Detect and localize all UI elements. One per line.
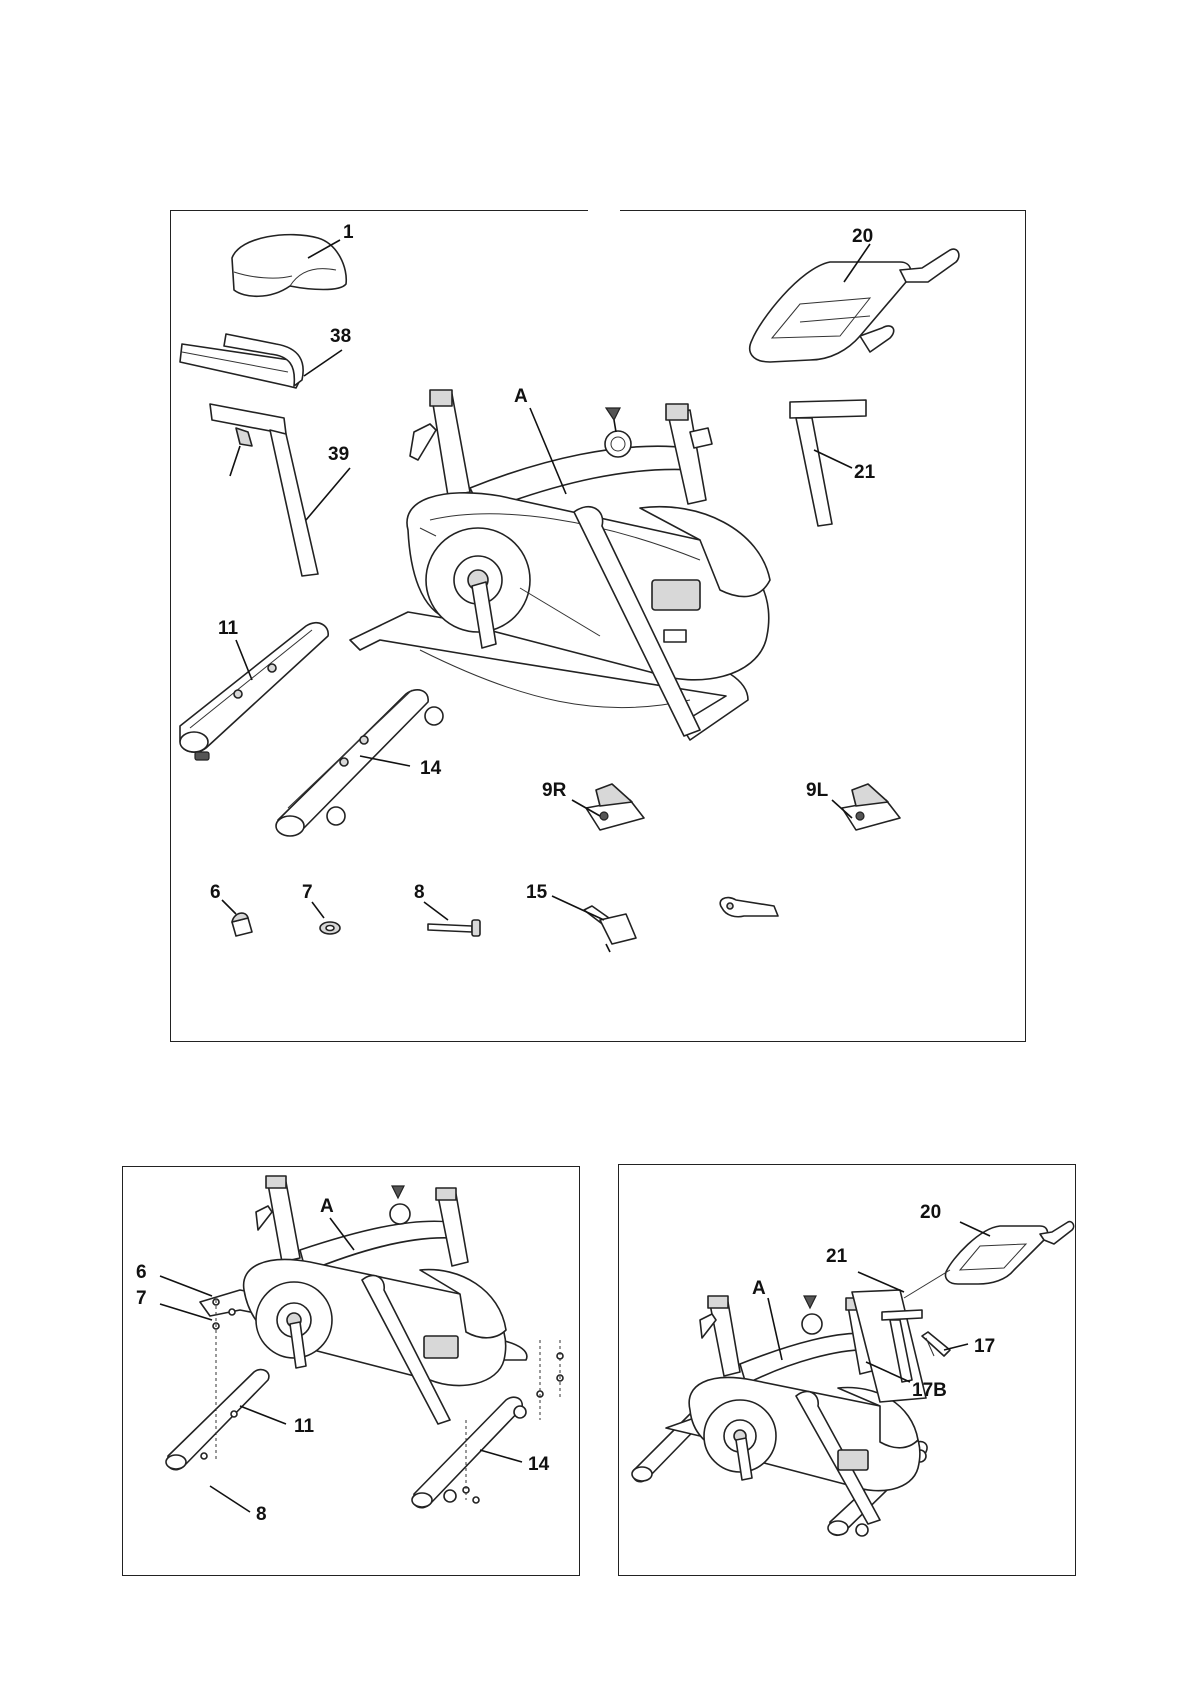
label-11: 11 [218,618,239,639]
label-9L: 9L [806,780,829,801]
label-20-top: 20 [852,226,873,247]
label-9R: 9R [542,780,567,801]
label-38: 38 [330,326,351,347]
assembly-step-1-panel [122,1166,580,1576]
washer-drawing [320,922,340,934]
label-15: 15 [526,882,548,903]
flat-bracket-drawing [720,898,778,917]
seat-slider-drawing [180,334,303,388]
knob-15-drawing [584,906,636,952]
label-14: 14 [420,758,442,779]
label-39: 39 [328,444,349,465]
seat-post-drawing [210,404,318,576]
label-8-top: 8 [414,882,425,903]
seat-drawing [232,235,346,297]
label-6-top: 6 [210,882,221,903]
label-7-top: 7 [302,882,313,903]
cap-nut-drawing [232,913,252,936]
label-A-top: A [514,386,528,407]
assembly-step-2-panel [618,1164,1076,1576]
label-21-top: 21 [854,462,876,483]
main-frame-drawing [350,390,770,740]
front-stabilizer-drawing [276,690,443,836]
rear-stabilizer-drawing [180,623,328,760]
pedal-right-drawing [586,784,644,830]
bolt-drawing [428,920,480,936]
label-1: 1 [343,222,354,243]
pedal-left-drawing [842,784,900,830]
